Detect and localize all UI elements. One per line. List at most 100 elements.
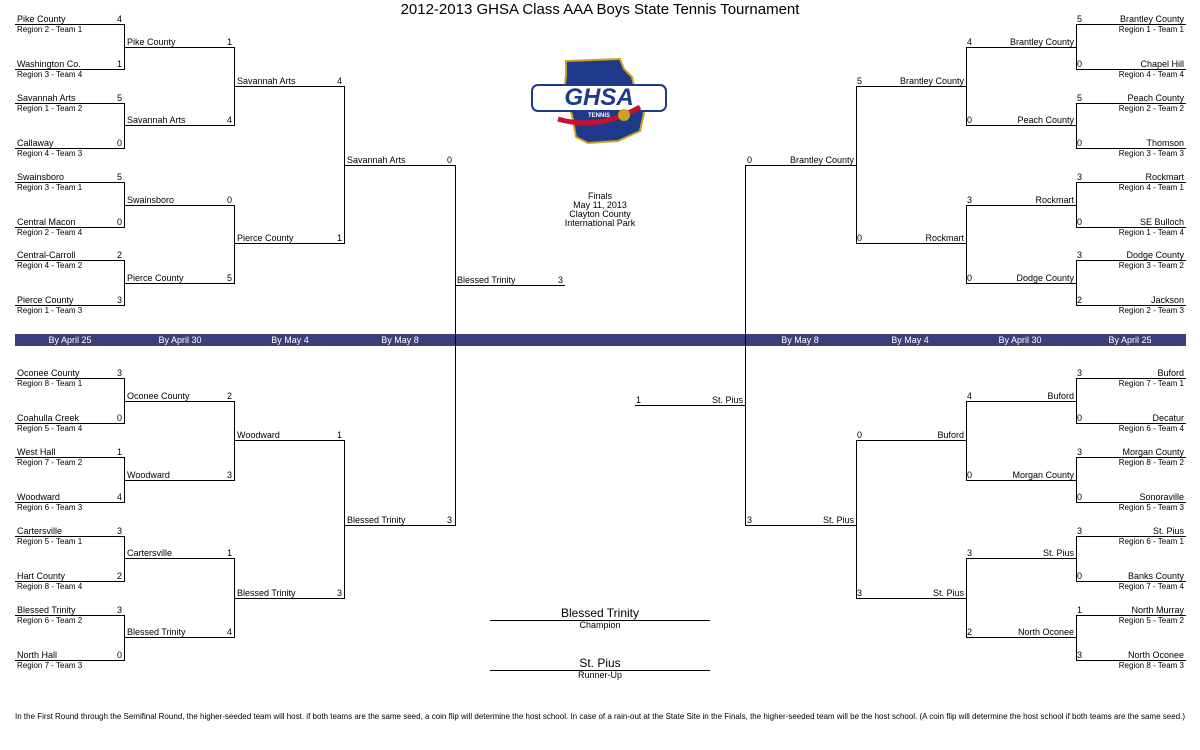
team-seed: Region 3 - Team 3 xyxy=(1118,149,1184,158)
team-name: St. Pius xyxy=(932,588,964,598)
team-name: Savannah Arts xyxy=(17,93,76,103)
team-score: 0 xyxy=(1077,217,1083,227)
team-name: Jackson xyxy=(1150,295,1184,305)
team-score: 5 xyxy=(1077,93,1083,103)
team-name: Oconee County xyxy=(127,391,190,401)
team-name: Blessed Trinity xyxy=(17,605,76,615)
team-name: Peach County xyxy=(1127,93,1184,103)
team-score: 0 xyxy=(116,138,122,148)
round-label: By May 4 xyxy=(271,335,309,345)
team-name: North Hall xyxy=(17,650,58,660)
team-seed: Region 1 - Team 2 xyxy=(17,104,83,113)
team-score: 3 xyxy=(747,515,753,525)
team-score: 0 xyxy=(1077,138,1083,148)
team-score: 0 xyxy=(226,195,232,205)
team-seed: Region 7 - Team 3 xyxy=(17,661,83,670)
team-score: 0 xyxy=(446,155,452,165)
team-score: 0 xyxy=(116,217,122,227)
team-name: Buford xyxy=(1157,368,1184,378)
round-label-bar xyxy=(15,334,1186,346)
team-score: 3 xyxy=(967,195,973,205)
team-seed: Region 2 - Team 3 xyxy=(1118,306,1184,315)
team-name: Thomson xyxy=(1146,138,1184,148)
round-label: By April 30 xyxy=(998,335,1042,345)
team-seed: Region 4 - Team 3 xyxy=(17,149,83,158)
finalist-left-name: Blessed Trinity xyxy=(457,275,516,285)
team-seed: Region 3 - Team 2 xyxy=(1118,261,1184,270)
finals-heading: Finals xyxy=(587,191,612,201)
team-score: 2 xyxy=(1077,295,1083,305)
team-name: Hart County xyxy=(17,571,66,581)
team-score: 5 xyxy=(1077,14,1083,24)
round-label: By April 25 xyxy=(1108,335,1152,345)
team-score: 0 xyxy=(1077,571,1083,581)
team-seed: Region 3 - Team 4 xyxy=(17,70,83,79)
team-score: 0 xyxy=(967,273,973,283)
finalist-right-score: 1 xyxy=(636,395,642,405)
team-seed: Region 6 - Team 4 xyxy=(1118,424,1184,433)
team-name: Rockmart xyxy=(925,233,964,243)
team-seed: Region 6 - Team 3 xyxy=(17,503,83,512)
team-seed: Region 5 - Team 3 xyxy=(1118,503,1184,512)
team-name: Rockmart xyxy=(1035,195,1074,205)
team-name: Savannah Arts xyxy=(237,76,296,86)
team-score: 1 xyxy=(336,233,342,243)
team-name: Savannah Arts xyxy=(347,155,406,165)
team-score: 5 xyxy=(226,273,232,283)
team-score: 4 xyxy=(336,76,342,86)
team-seed: Region 4 - Team 4 xyxy=(1118,70,1184,79)
team-name: Swainsboro xyxy=(127,195,175,205)
round-label: By May 8 xyxy=(781,335,819,345)
team-name: West Hall xyxy=(17,447,56,457)
team-score: 3 xyxy=(116,526,122,536)
team-seed: Region 1 - Team 1 xyxy=(1118,25,1184,34)
team-score: 3 xyxy=(116,605,122,615)
team-name: Buford xyxy=(1047,391,1074,401)
team-name: Oconee County xyxy=(17,368,80,378)
team-score: 5 xyxy=(116,93,122,103)
team-name: Woodward xyxy=(17,492,60,502)
team-seed: Region 2 - Team 1 xyxy=(17,25,83,34)
team-score: 3 xyxy=(967,548,973,558)
team-name: Blessed Trinity xyxy=(347,515,406,525)
finalist-left-score: 3 xyxy=(557,275,563,285)
champion-line xyxy=(490,620,710,621)
team-score: 4 xyxy=(116,492,122,502)
team-score: 0 xyxy=(967,470,973,480)
team-seed: Region 8 - Team 4 xyxy=(17,582,83,591)
team-name: Dodge County xyxy=(1126,250,1184,260)
team-seed: Region 3 - Team 1 xyxy=(17,183,83,192)
team-score: 4 xyxy=(116,14,122,24)
team-name: Decatur xyxy=(1152,413,1184,423)
logo-text: GHSA xyxy=(564,84,633,111)
team-name: Blessed Trinity xyxy=(127,627,186,637)
team-score: 5 xyxy=(116,172,122,182)
team-name: Brantley County xyxy=(1009,37,1074,47)
team-score: 0 xyxy=(116,650,122,660)
team-name: St. Pius xyxy=(822,515,854,525)
team-seed: Region 8 - Team 2 xyxy=(1118,458,1184,467)
logo-subtext: TENNIS xyxy=(588,113,610,119)
team-seed: Region 2 - Team 2 xyxy=(1118,104,1184,113)
team-name: Savannah Arts xyxy=(127,115,186,125)
team-score: 0 xyxy=(747,155,753,165)
round-label: By May 4 xyxy=(891,335,929,345)
team-name: SE Bulloch xyxy=(1139,217,1184,227)
team-name: Central-Carroll xyxy=(17,250,76,260)
team-score: 0 xyxy=(967,115,973,125)
team-score: 2 xyxy=(967,627,973,637)
finals-date: May 11, 2013 xyxy=(573,200,627,210)
team-seed: Region 6 - Team 2 xyxy=(17,616,83,625)
team-seed: Region 4 - Team 1 xyxy=(1118,183,1184,192)
team-name: North Oconee xyxy=(1017,627,1074,637)
footnote: In the First Round through the Semifinal… xyxy=(15,712,1185,721)
team-name: Coahulla Creek xyxy=(17,413,80,423)
team-score: 0 xyxy=(857,430,863,440)
team-name: Morgan County xyxy=(1122,447,1184,457)
team-seed: Region 2 - Team 4 xyxy=(17,228,83,237)
finals-info: Finals May 11, 2013 Clayton County Inter… xyxy=(500,192,700,228)
runner-up-label: Runner-Up xyxy=(577,670,623,680)
team-score: 3 xyxy=(116,368,122,378)
team-name: Brantley County xyxy=(899,76,964,86)
team-name: St. Pius xyxy=(1042,548,1074,558)
